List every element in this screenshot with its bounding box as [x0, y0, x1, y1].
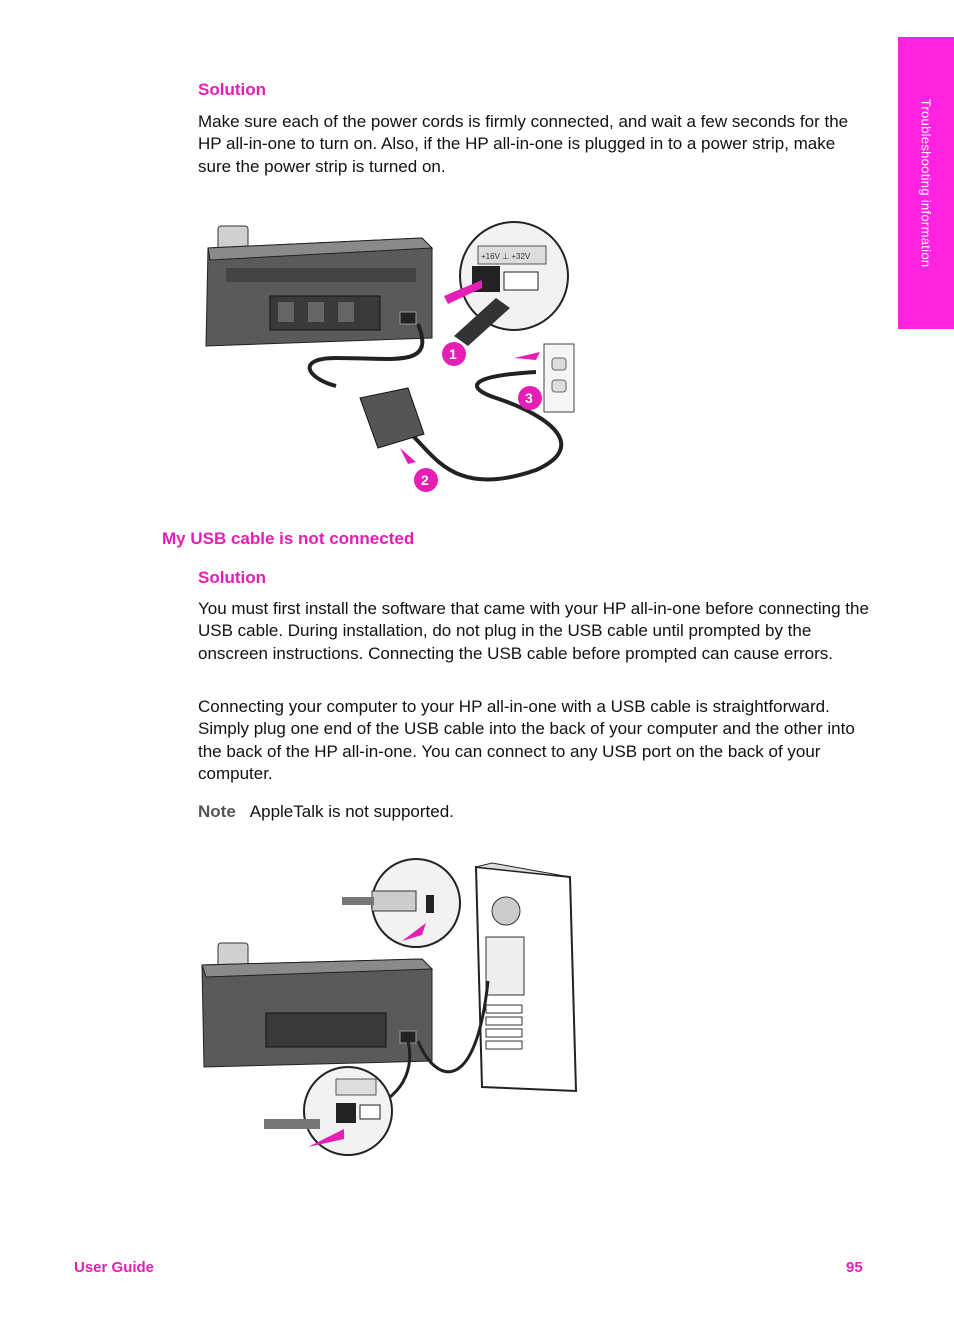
- callout-1: 1: [442, 342, 466, 366]
- note-text: AppleTalk is not supported.: [249, 802, 454, 821]
- svg-text:1: 1: [449, 346, 457, 362]
- note-label: Note: [198, 802, 236, 821]
- page-number: 95: [846, 1259, 863, 1276]
- computer-usb-zoom-inset: [342, 858, 461, 948]
- svg-text:3: 3: [525, 390, 533, 406]
- printer-rear-illustration: [205, 225, 434, 347]
- solution-heading-1: Solution: [198, 80, 266, 99]
- port-voltage-label: +16V ⊥ +32V: [481, 252, 531, 261]
- section-heading-usb: My USB cable is not connected: [162, 529, 415, 548]
- svg-text:2: 2: [421, 472, 429, 488]
- solution-heading-2: Solution: [198, 568, 266, 587]
- callout-2: 2: [414, 468, 438, 492]
- usb-connection-figure: [201, 858, 578, 1156]
- note: Note AppleTalk is not supported.: [198, 802, 454, 822]
- computer-tower-illustration: [474, 862, 578, 1093]
- section-tab: Troubleshooting information: [898, 37, 954, 329]
- printer-rear-illustration-2: [201, 942, 434, 1068]
- power-connection-figure: +16V ⊥ +32V 1 2 3: [205, 221, 575, 492]
- footer-guide-title: User Guide: [74, 1259, 155, 1276]
- callout-3: 3: [518, 386, 542, 410]
- usb-paragraph-2: Connecting your computer to your HP all-…: [198, 697, 855, 784]
- printer-usb-zoom-inset: [264, 1066, 393, 1156]
- power-port-zoom-inset: +16V ⊥ +32V: [444, 221, 569, 346]
- solution-paragraph-1: Make sure each of the power cords is fir…: [198, 112, 849, 176]
- section-tab-label: Troubleshooting information: [918, 98, 934, 268]
- usb-paragraph-1: You must first install the software that…: [198, 599, 869, 663]
